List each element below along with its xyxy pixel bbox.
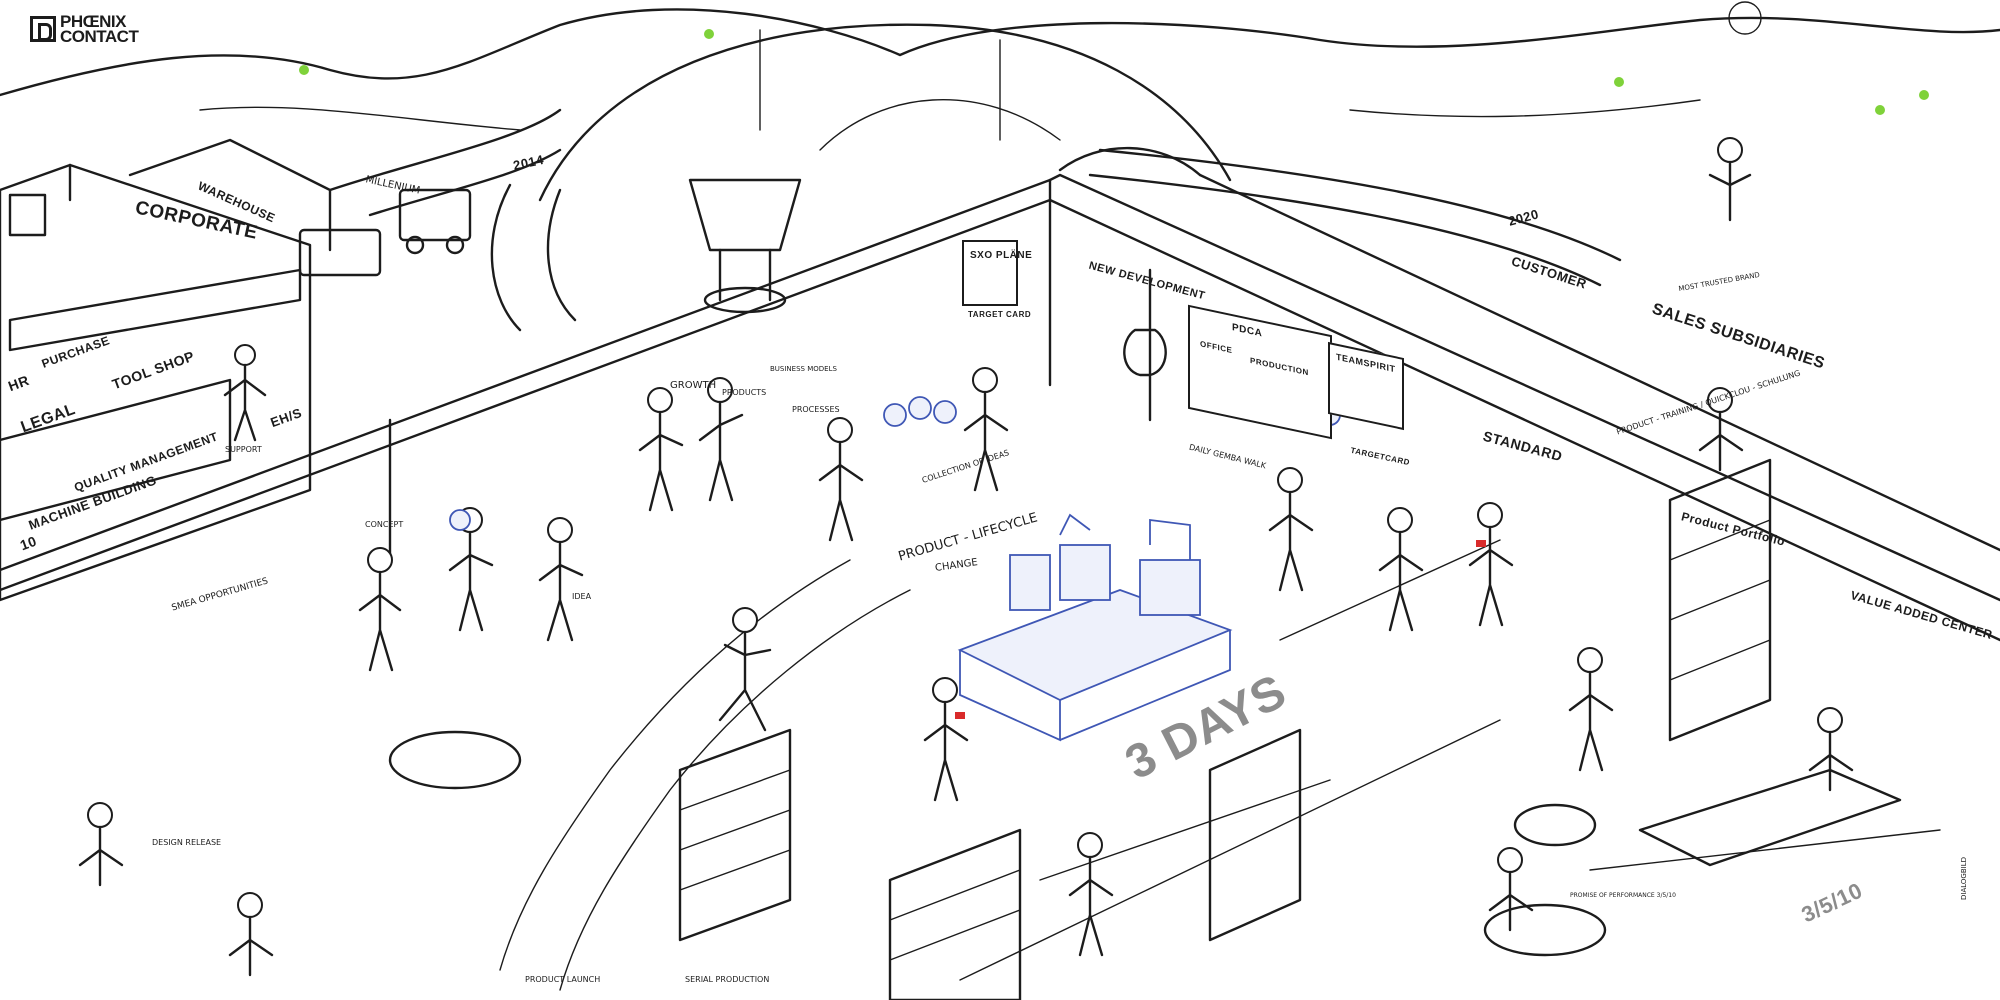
production-line-model	[957, 513, 1233, 742]
support-label: SUPPORT	[225, 445, 262, 454]
processes-label: PROCESSES	[792, 405, 840, 414]
pdca-production-text: PRODUCTION	[1250, 355, 1309, 378]
teamspirit-text: TEAMSPIRIT	[1336, 351, 1396, 375]
business-models-label: BUSINESS MODELS	[770, 365, 837, 373]
green-lights	[299, 29, 1929, 115]
control-tower	[688, 178, 802, 314]
sxo-plane-board: SXO PLÄNE	[962, 240, 1032, 306]
phoenix-logo-icon	[30, 16, 56, 42]
serial-production-label: SERIAL PRODUCTION	[685, 975, 770, 984]
landscape-horizon	[0, 1, 2000, 131]
logo-wordmark: PHŒNIX CONTACT	[60, 12, 139, 46]
growth-label: GROWTH	[670, 380, 717, 391]
globe-dome	[538, 23, 1232, 202]
design-release-label: DESIGN RELEASE	[152, 838, 222, 847]
shelving-racks	[678, 458, 1772, 1000]
central-hall	[0, 146, 2000, 642]
logo-line-2: CONTACT	[60, 27, 139, 46]
sxo-plane-text: SXO PLÄNE	[970, 250, 1033, 261]
pdca-text: PDCA	[1232, 322, 1263, 340]
target-card-label: TARGET CARD	[968, 310, 1032, 319]
logo-line-1: PHŒNIX	[60, 12, 126, 31]
red-accents	[955, 540, 1486, 719]
corporate-building	[0, 138, 332, 602]
product-launch-label: PRODUCT LAUNCH	[525, 975, 601, 984]
people-figures	[78, 137, 1854, 977]
idea-label: IDEA	[572, 592, 592, 601]
dialogbild-credit: DIALOGBILD	[1960, 857, 1968, 900]
phoenix-contact-logo: PHŒNIX CONTACT	[30, 12, 139, 46]
concept-label: CONCEPT	[365, 520, 404, 529]
truck-illustration	[298, 188, 472, 277]
promise-label: PROMISE OF PERFORMANCE 3/5/10	[1570, 892, 1676, 899]
pdca-office-text: OFFICE	[1200, 339, 1233, 356]
products-label: PRODUCTS	[722, 388, 767, 397]
floor-lines	[499, 539, 1941, 991]
meeting-tables	[388, 730, 1902, 957]
